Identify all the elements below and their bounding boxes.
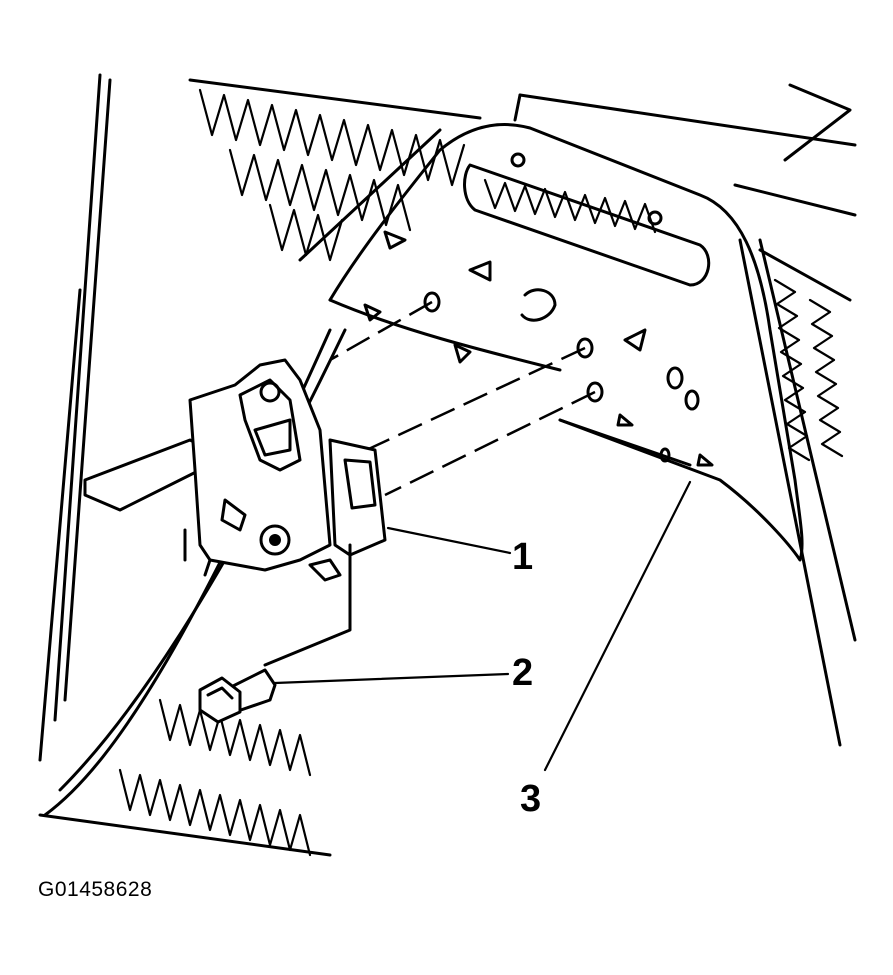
radiator-support [328,122,804,562]
grille-mesh-lower [38,698,332,857]
figure-code: G01458628 [38,878,153,901]
callout-2: 2 [512,652,534,694]
leader-lines [273,480,692,772]
radiator-frame [38,73,857,817]
callout-3: 3 [520,778,542,820]
callout-1: 1 [512,536,534,578]
hood-latch [83,358,387,667]
alignment-lines [329,300,596,497]
bolt [198,668,277,724]
grille-mesh-upper [188,78,482,262]
